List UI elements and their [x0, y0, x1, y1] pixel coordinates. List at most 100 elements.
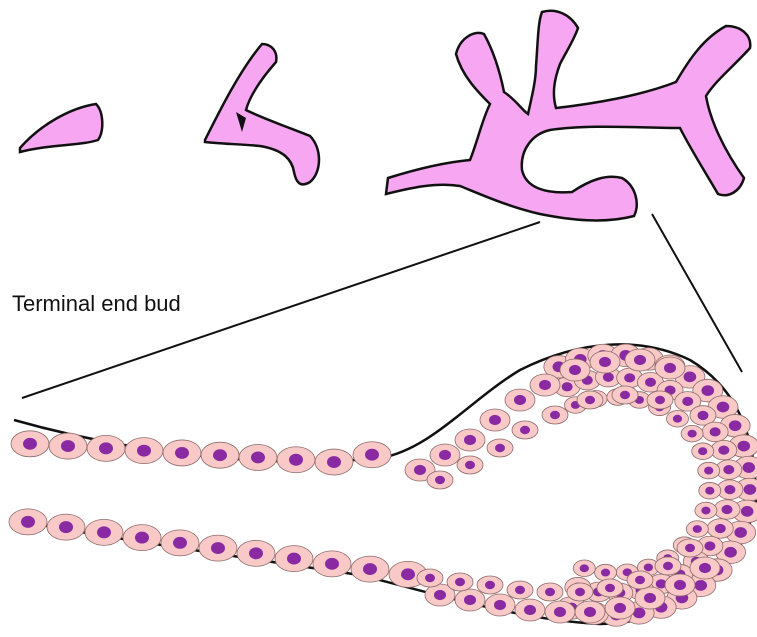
epithelial-cell [597, 579, 623, 597]
epithelial-cell [567, 583, 593, 601]
cell-nucleus [644, 593, 656, 603]
cell-nucleus [434, 590, 446, 600]
epithelial-cell [681, 425, 703, 442]
cell-nucleus [514, 395, 526, 405]
epithelial-cell [11, 431, 49, 457]
cell-nucleus [724, 547, 737, 558]
epithelial-cell [711, 440, 737, 460]
epithelial-cell [542, 406, 568, 424]
epithelial-cell [199, 535, 237, 561]
epithelial-cell [507, 581, 533, 599]
cell-nucleus [249, 547, 263, 559]
cell-nucleus [698, 447, 707, 455]
cell-nucleus [742, 462, 755, 473]
epithelial-cell [635, 587, 665, 609]
epithelial-cell [313, 551, 351, 577]
cell-nucleus [723, 465, 734, 474]
cell-nucleus [620, 391, 630, 400]
epithelial-cell [237, 540, 275, 566]
cell-nucleus [23, 438, 37, 450]
stage-1-small-bud [20, 104, 102, 152]
cell-nucleus [601, 569, 610, 577]
epithelial-cell [666, 410, 688, 427]
cell-nucleus [524, 605, 536, 615]
epithelial-cell [605, 597, 635, 619]
cell-nucleus [710, 427, 721, 436]
epithelial-cell [315, 449, 353, 475]
epithelial-cell [625, 349, 655, 371]
cell-nucleus [737, 441, 750, 452]
cell-nucleus [287, 553, 301, 565]
epithelial-cell [537, 583, 563, 601]
cell-nucleus [603, 373, 614, 382]
zoom-line-right [652, 214, 742, 372]
epithelial-cell [707, 519, 733, 539]
cell-nucleus [289, 454, 303, 466]
epithelial-cell [665, 574, 695, 596]
cell-nucleus [213, 449, 227, 461]
epithelial-cell [275, 546, 313, 572]
cell-nucleus [97, 526, 111, 538]
cell-nucleus [539, 380, 551, 390]
epithelial-cell [455, 589, 485, 611]
cell-nucleus [489, 415, 501, 425]
stage-3-branched-duct [386, 11, 750, 221]
cell-nucleus [694, 580, 707, 591]
cell-nucleus [137, 445, 151, 457]
epithelial-cell [560, 359, 590, 381]
epithelial-cell [690, 557, 720, 579]
epithelial-cell [577, 391, 603, 409]
cell-nucleus [697, 411, 708, 420]
cell-nucleus [682, 397, 693, 406]
cell-nucleus [705, 487, 714, 495]
epithelial-cell [47, 514, 85, 540]
epithelial-cell [353, 442, 391, 468]
epithelial-cell [677, 539, 703, 557]
cell-nucleus [495, 444, 505, 453]
cell-nucleus [550, 411, 560, 420]
epithelial-cell [714, 500, 740, 520]
epithelial-cell [612, 386, 638, 404]
cell-nucleus [688, 430, 697, 438]
cell-nucleus [584, 607, 596, 617]
cell-nucleus [722, 505, 733, 514]
cell-nucleus [729, 420, 742, 431]
cell-nucleus [664, 363, 676, 373]
epithelial-cell [692, 443, 714, 460]
epithelial-cell [417, 569, 443, 587]
cell-nucleus [673, 415, 682, 423]
epithelial-cell [655, 357, 685, 379]
cell-nucleus [545, 588, 555, 597]
cell-nucleus [327, 456, 341, 468]
cell-nucleus [365, 449, 379, 461]
cell-nucleus [693, 525, 702, 533]
cell-nucleus [718, 446, 729, 455]
cell-nucleus [635, 576, 645, 585]
cell-nucleus [401, 568, 415, 580]
cell-nucleus [717, 402, 730, 413]
epithelial-cell [590, 351, 620, 373]
epithelial-cell [647, 391, 673, 409]
epithelial-cell [430, 444, 460, 466]
epithelial-cell [575, 601, 605, 623]
epithelial-cell [163, 440, 201, 466]
epithelial-cell [686, 521, 708, 538]
epithelial-cell [485, 594, 515, 616]
stage-2-elongated-bud [205, 44, 319, 184]
cell-nucleus [464, 435, 476, 445]
cell-nucleus [704, 467, 713, 475]
cell-nucleus [99, 442, 113, 454]
cell-nucleus [605, 584, 615, 593]
cell-nucleus [173, 537, 187, 549]
epithelial-cell [702, 422, 728, 442]
cell-nucleus [701, 507, 710, 515]
epithelial-cell [699, 482, 721, 499]
cell-nucleus [741, 506, 754, 517]
epithelial-cell [9, 509, 47, 535]
epithelial-cell [655, 557, 681, 575]
epithelial-cell [455, 429, 485, 451]
cell-nucleus [211, 542, 225, 554]
cell-nucleus [135, 532, 149, 544]
cell-nucleus [61, 440, 75, 452]
cell-nucleus [21, 516, 35, 528]
